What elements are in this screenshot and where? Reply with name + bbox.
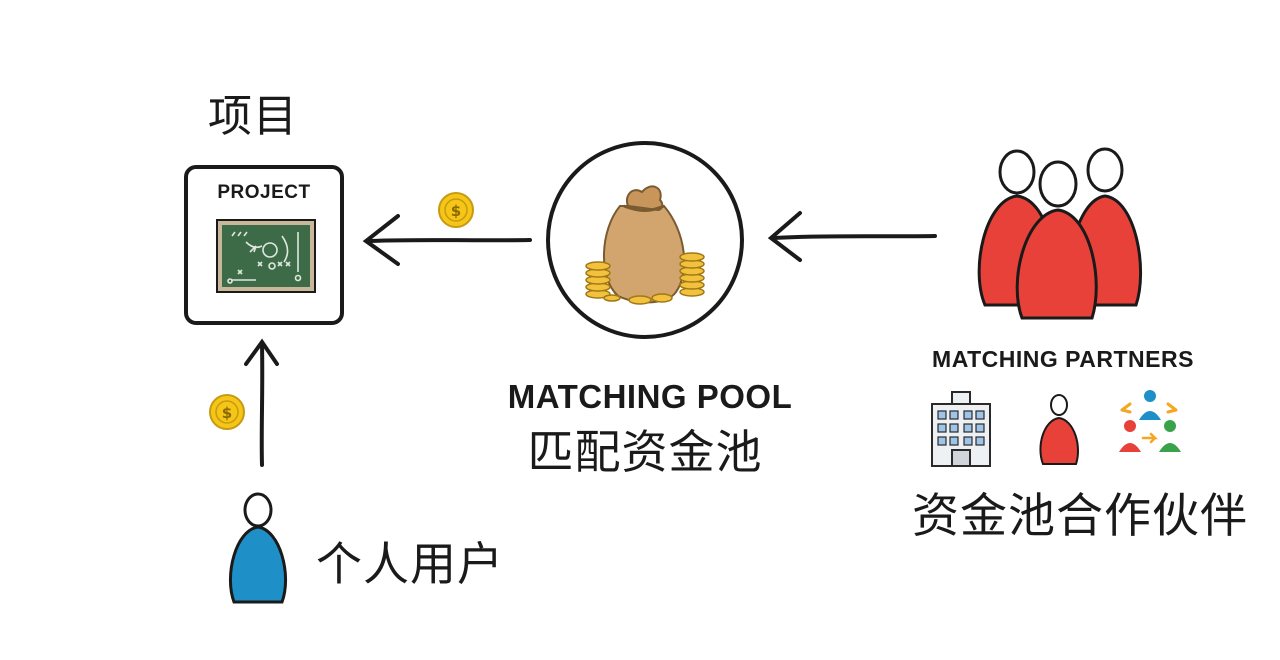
money-bag-icon — [585, 185, 705, 305]
svg-text:$: $ — [222, 404, 232, 422]
svg-text:$: $ — [451, 202, 461, 220]
group-icon — [977, 147, 1143, 320]
matching-pool-label: MATCHING POOL — [507, 378, 793, 415]
dollar-coin-icon: $ — [438, 192, 474, 228]
matching-pool-label-cn: 匹配资金池 — [527, 425, 763, 479]
arrow-user-to-project — [244, 338, 279, 467]
individual-user-label: 个人用户 — [316, 537, 504, 591]
matching-partners-label: MATCHING PARTNERS — [932, 346, 1194, 372]
project-box-label: PROJECT — [217, 182, 311, 203]
user-figure-icon — [229, 492, 287, 604]
chalkboard-icon — [216, 219, 316, 293]
matching-partners-label-cn: 资金池合作伙伴 — [912, 489, 1248, 544]
project-box — [184, 165, 344, 325]
people-exchange-icon — [1119, 390, 1181, 452]
project-title: 项目 — [208, 91, 298, 142]
building-icon — [931, 391, 991, 467]
person-icon — [1039, 394, 1079, 465]
dollar-coin-icon: $ — [209, 394, 245, 430]
arrow-pool-to-project — [362, 214, 532, 266]
arrow-partners-to-pool — [767, 211, 937, 262]
matching-pool-circle — [546, 141, 744, 339]
